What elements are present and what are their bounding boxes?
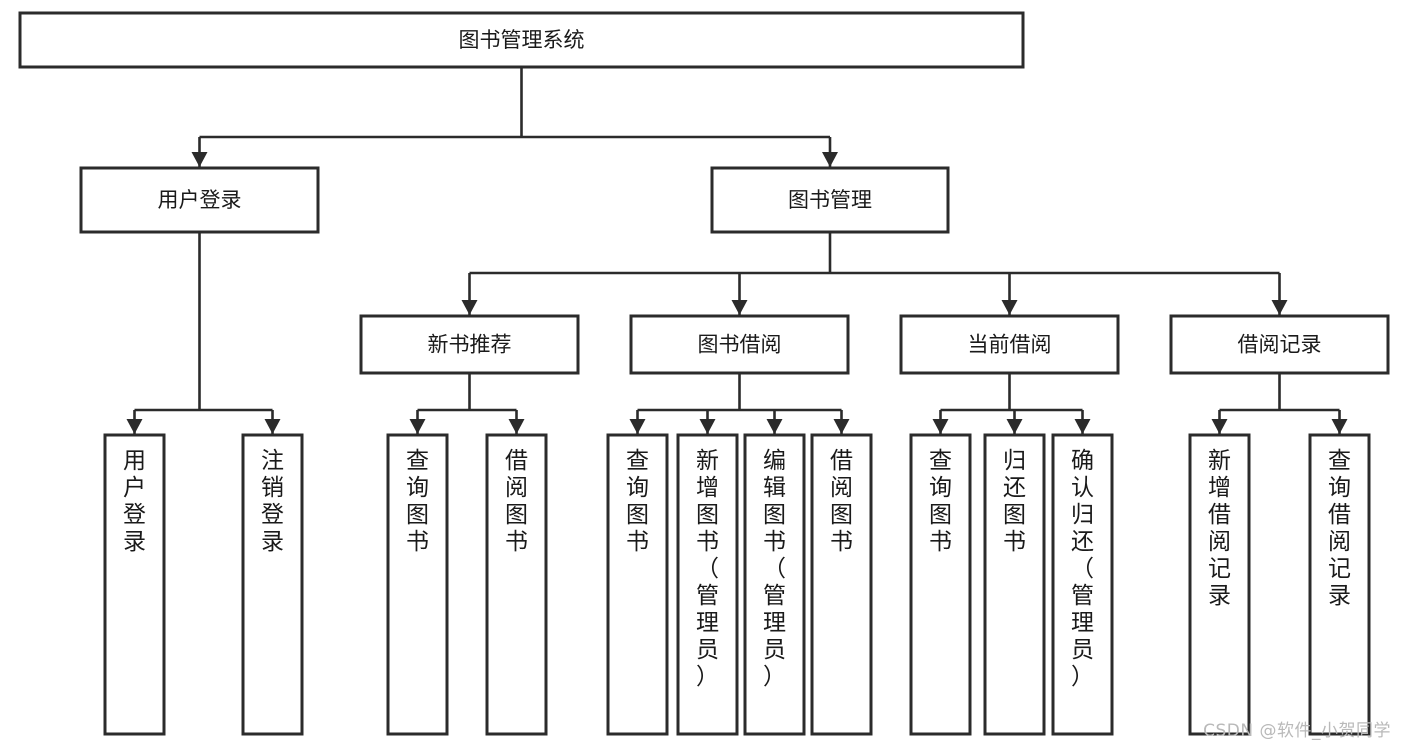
node-label-user-login: 用户登录 (158, 188, 242, 212)
node-leaf-query-book-2[interactable]: 查询图书 (606, 433, 669, 736)
node-book-manage[interactable]: 图书管理 (710, 166, 950, 234)
node-leaf-borrow-book-2[interactable]: 借阅图书 (810, 433, 873, 736)
node-label-leaf-borrow-book-2: 借阅图书 (830, 448, 853, 555)
node-label-leaf-confirm-return: 确认归还（管理员） (1071, 448, 1094, 690)
node-label-leaf-return-book: 归还图书 (1003, 448, 1026, 555)
arrow-head-icon (766, 419, 783, 434)
node-leaf-query-record[interactable]: 查询借阅记录 (1308, 433, 1371, 736)
node-user-login[interactable]: 用户登录 (79, 166, 320, 234)
arrow-head-icon (126, 419, 143, 434)
node-label-book-borrow: 图书借阅 (698, 333, 782, 357)
node-label-current-borrow: 当前借阅 (968, 333, 1052, 357)
connector-group-borrow-record (1211, 373, 1348, 434)
node-box-leaf-user-logout (241, 433, 304, 736)
connector-group-book-manage (461, 232, 1288, 315)
node-leaf-add-book[interactable]: 新增图书（管理员） (676, 433, 739, 736)
connector-group-new-book-rec (409, 373, 525, 434)
node-leaf-confirm-return[interactable]: 确认归还（管理员） (1051, 433, 1114, 736)
node-box-leaf-query-book-2 (606, 433, 669, 736)
node-leaf-borrow-book-1[interactable]: 借阅图书 (485, 433, 548, 736)
arrow-head-icon (1211, 419, 1228, 434)
node-label-leaf-query-book-3: 查询图书 (929, 448, 952, 555)
node-label-new-book-rec: 新书推荐 (428, 333, 512, 357)
arrow-head-icon (932, 419, 949, 434)
arrow-head-icon (822, 152, 838, 167)
node-box-book-manage (710, 166, 950, 234)
node-box-leaf-query-book-1 (386, 433, 449, 736)
node-label-book-manage: 图书管理 (788, 188, 872, 212)
node-leaf-user-login[interactable]: 用户登录 (103, 433, 166, 736)
csdn-watermark: CSDN @软件_小贺同学 (1203, 721, 1391, 741)
arrow-head-icon (731, 300, 748, 315)
node-box-leaf-query-book-3 (909, 433, 972, 736)
connector-group-root (191, 67, 838, 167)
arrow-head-icon (1074, 419, 1091, 434)
arrow-head-icon (1271, 300, 1288, 315)
node-leaf-query-book-3[interactable]: 查询图书 (909, 433, 972, 736)
node-label-leaf-query-book-1: 查询图书 (406, 448, 429, 555)
node-leaf-user-logout[interactable]: 注销登录 (241, 433, 304, 736)
node-label-leaf-user-logout: 注销登录 (261, 448, 284, 555)
node-box-current-borrow (899, 314, 1120, 375)
arrow-head-icon (461, 300, 478, 315)
arrow-head-icon (264, 419, 281, 434)
node-label-leaf-user-login: 用户登录 (123, 448, 146, 555)
arrow-head-icon (629, 419, 646, 434)
node-leaf-return-book[interactable]: 归还图书 (983, 433, 1046, 736)
node-box-leaf-add-record (1188, 433, 1251, 736)
node-label-leaf-query-record: 查询借阅记录 (1328, 448, 1351, 609)
node-box-book-borrow (629, 314, 850, 375)
node-box-leaf-user-login (103, 433, 166, 736)
node-box-leaf-borrow-book-2 (810, 433, 873, 736)
node-label-borrow-record: 借阅记录 (1238, 333, 1322, 357)
arrow-head-icon (699, 419, 716, 434)
node-label-root: 图书管理系统 (459, 28, 585, 52)
arrow-head-icon (1001, 300, 1018, 315)
node-box-leaf-query-record (1308, 433, 1371, 736)
node-label-leaf-query-book-2: 查询图书 (626, 448, 649, 555)
node-box-leaf-return-book (983, 433, 1046, 736)
node-new-book-rec[interactable]: 新书推荐 (359, 314, 580, 375)
diagram-nodes-layer: 图书管理系统用户登录图书管理新书推荐图书借阅当前借阅借阅记录用户登录注销登录查询… (18, 11, 1390, 736)
node-box-user-login (79, 166, 320, 234)
connector-group-user-login (126, 232, 281, 434)
node-leaf-add-record[interactable]: 新增借阅记录 (1188, 433, 1251, 736)
arrow-head-icon (1331, 419, 1348, 434)
node-box-leaf-edit-book (743, 433, 806, 736)
node-label-leaf-add-book: 新增图书（管理员） (696, 448, 719, 690)
arrow-head-icon (833, 419, 850, 434)
node-borrow-record[interactable]: 借阅记录 (1169, 314, 1390, 375)
node-box-root (18, 11, 1025, 69)
node-current-borrow[interactable]: 当前借阅 (899, 314, 1120, 375)
node-box-leaf-add-book (676, 433, 739, 736)
node-box-leaf-borrow-book-1 (485, 433, 548, 736)
node-label-leaf-add-record: 新增借阅记录 (1208, 448, 1231, 609)
arrow-head-icon (191, 152, 208, 167)
node-box-leaf-confirm-return (1051, 433, 1114, 736)
arrow-head-icon (1006, 419, 1023, 434)
arrow-head-icon (508, 419, 525, 434)
node-label-leaf-borrow-book-1: 借阅图书 (505, 448, 528, 555)
node-leaf-edit-book[interactable]: 编辑图书（管理员） (743, 433, 806, 736)
node-root[interactable]: 图书管理系统 (18, 11, 1025, 69)
node-leaf-query-book-1[interactable]: 查询图书 (386, 433, 449, 736)
connector-edges-layer (126, 67, 1348, 434)
node-book-borrow[interactable]: 图书借阅 (629, 314, 850, 375)
arrow-head-icon (409, 419, 426, 434)
node-box-borrow-record (1169, 314, 1390, 375)
node-label-leaf-edit-book: 编辑图书（管理员） (763, 448, 786, 690)
node-box-new-book-rec (359, 314, 580, 375)
connector-group-book-borrow (629, 373, 850, 434)
connector-group-current-borrow (932, 373, 1091, 434)
